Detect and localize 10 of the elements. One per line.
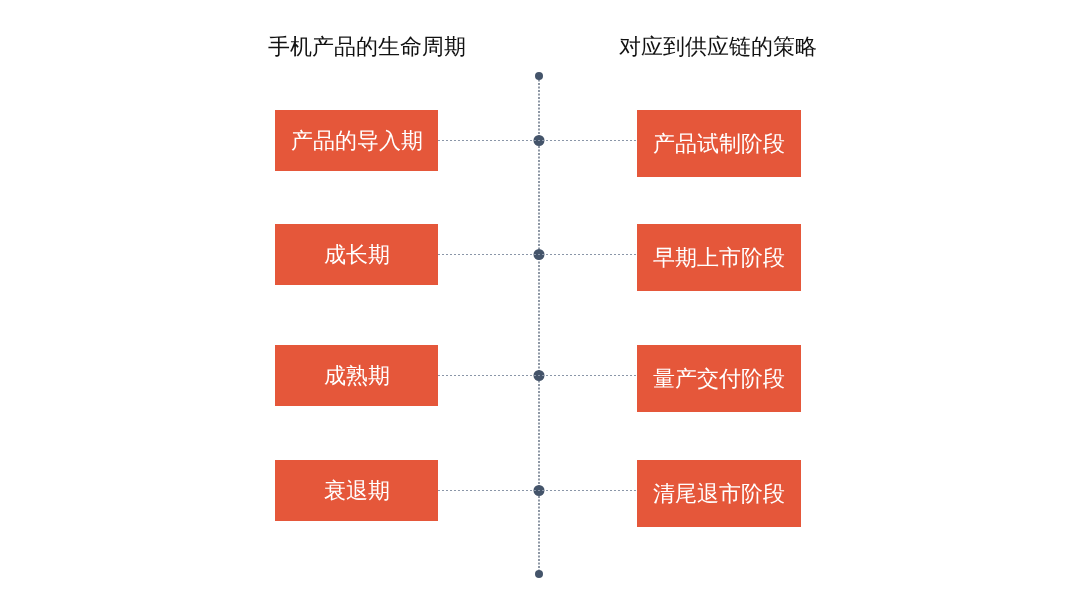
stage-box: 清尾退市阶段 [637, 460, 801, 527]
stage-box: 量产交付阶段 [637, 345, 801, 412]
stage-box: 衰退期 [275, 460, 438, 521]
column-heading: 手机产品的生命周期 [268, 33, 466, 61]
stage-box: 产品的导入期 [275, 110, 438, 171]
stage-box: 早期上市阶段 [637, 224, 801, 291]
stage-box: 成熟期 [275, 345, 438, 406]
stage-box: 产品试制阶段 [637, 110, 801, 177]
column-heading: 对应到供应链的策略 [619, 33, 817, 61]
stage-box: 成长期 [275, 224, 438, 285]
